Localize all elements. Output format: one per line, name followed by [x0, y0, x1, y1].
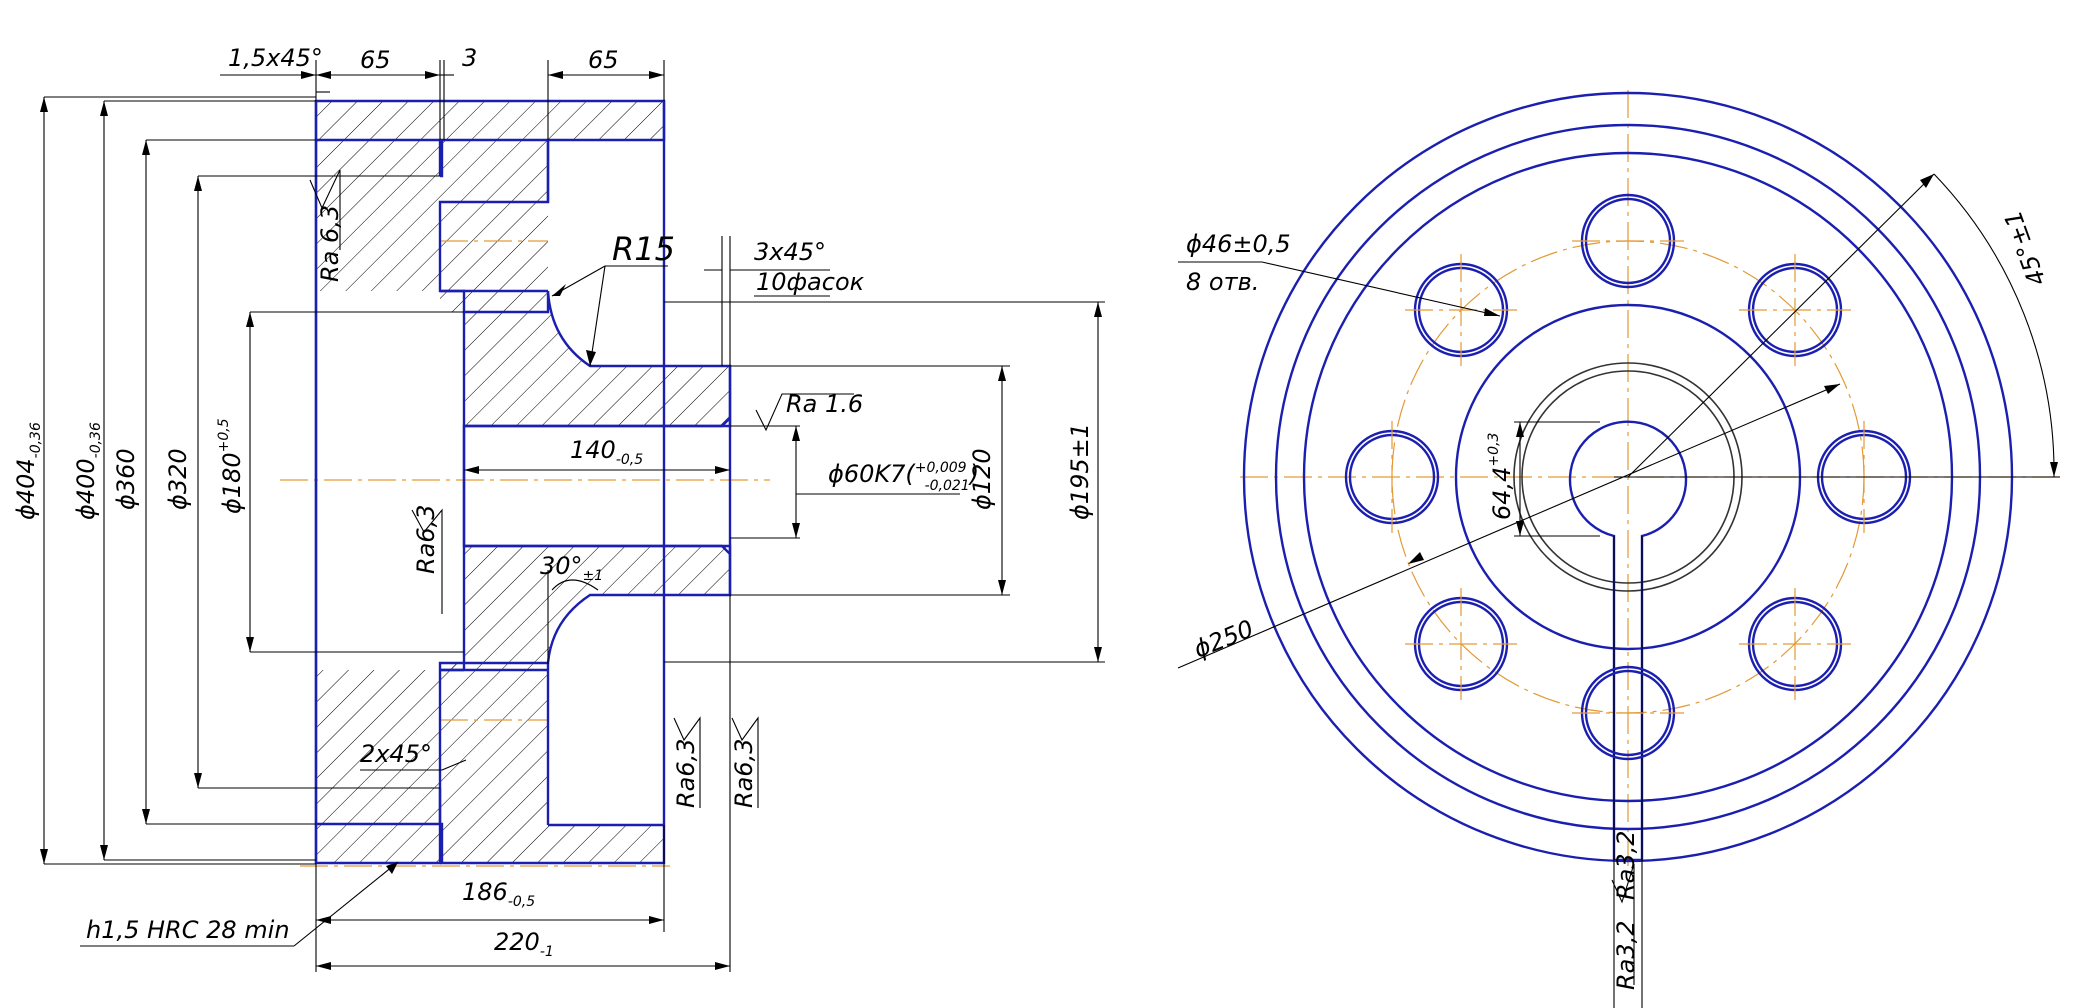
- chamfer-count-label: 10фасок: [756, 268, 865, 296]
- bore-keyway: [1568, 420, 1688, 862]
- svg-text:ϕ400-0,36: ϕ400-0,36: [72, 422, 104, 520]
- bolt-hole: [1405, 588, 1517, 700]
- section-view: 1,5x45° 65 3 65 ϕ404-0,36 ϕ400-0,36 ϕ360…: [12, 44, 1635, 985]
- svg-text:Ra6,3: Ra6,3: [412, 504, 440, 574]
- width-left-label: 65: [360, 46, 391, 74]
- roughness-key-b-label: Ra3,2: [1612, 830, 1640, 900]
- length-220-label: 220-1: [494, 928, 554, 960]
- length-186-label: 186-0,5: [462, 878, 535, 910]
- angle-pitch-label: 45°±1: [1999, 207, 2052, 290]
- keyway-depth-label: 64,4+0,3: [1486, 433, 1516, 520]
- dia-195-label: ϕ195±1: [1066, 423, 1094, 520]
- chamfer-outer-label: 1,5x45°: [228, 44, 323, 72]
- bore-fit-label: ϕ60K7(+0,009-0,021): [828, 460, 979, 494]
- bolt-hole: [1739, 588, 1851, 700]
- svg-text:45°±1: 45°±1: [1999, 207, 2052, 290]
- bolt-hole: [1572, 665, 1684, 761]
- dia-180-label: ϕ180+0,5: [216, 418, 246, 514]
- roughness-symbols: [309, 169, 1635, 985]
- roughness-right-a-label: Ra6,3: [672, 738, 700, 808]
- fillet-label: R15: [612, 230, 675, 268]
- section-dimensions: [43, 60, 1105, 972]
- angle-label: 30°±1: [540, 552, 603, 584]
- bolt-hole: [1572, 193, 1684, 289]
- hole-count-label: 8 отв.: [1186, 268, 1259, 296]
- svg-text:ϕ195±1: ϕ195±1: [1066, 423, 1094, 520]
- hardening-note: h1,5 HRC 28 min: [86, 916, 290, 944]
- svg-text:Ra6,3: Ra6,3: [672, 738, 700, 808]
- roughness-right-b-label: Ra6,3: [730, 738, 758, 808]
- dia-360-label: ϕ360: [112, 448, 140, 510]
- svg-text:ϕ360: ϕ360: [112, 448, 140, 510]
- roughness-key-a-label: Ra3,2: [1612, 920, 1640, 990]
- inner-chamfer-label: 2x45°: [360, 740, 432, 768]
- bolt-hole: [1344, 421, 1440, 533]
- bolt-hole: [1739, 254, 1851, 366]
- dia-320-label: ϕ320: [164, 448, 192, 510]
- roughness-face-label: Ra 6,3: [316, 205, 344, 282]
- svg-text:Ra3,2: Ra3,2: [1612, 830, 1640, 900]
- svg-text:64,4+0,3: 64,4+0,3: [1486, 433, 1516, 520]
- section-labels: 1,5x45° 65 3 65 ϕ404-0,36 ϕ400-0,36 ϕ360…: [12, 44, 1094, 960]
- section-arrows: [40, 71, 1102, 970]
- hole-dia-label: ϕ46±0,5: [1186, 230, 1291, 258]
- pcd-label: ϕ250: [1190, 615, 1258, 664]
- roughness-bore-label: Ra6,3: [412, 504, 440, 574]
- svg-text:ϕ120: ϕ120: [968, 448, 996, 510]
- bolt-holes: [1344, 193, 1912, 761]
- bore-length-label: 140-0,5: [570, 436, 643, 468]
- width-right-label: 65: [588, 46, 619, 74]
- front-arrows: [1408, 174, 2058, 564]
- front-view: ϕ46±0,5 8 отв. ϕ250 64,4+0,3 45°±1 Ra3,2…: [1177, 90, 2060, 1008]
- svg-text:ϕ320: ϕ320: [164, 448, 192, 510]
- front-labels: ϕ46±0,5 8 отв. ϕ250 64,4+0,3 45°±1 Ra3,2…: [1186, 207, 2052, 990]
- roughness-hub-label: Ra 1.6: [786, 390, 863, 418]
- front-dimensions: [1177, 173, 2060, 669]
- svg-text:Ra 6,3: Ra 6,3: [316, 205, 344, 282]
- svg-text:ϕ180+0,5: ϕ180+0,5: [216, 418, 246, 514]
- dia-400-label: ϕ400-0,36: [72, 422, 104, 520]
- bolt-hole: [1405, 254, 1517, 366]
- dia-404-label: ϕ404-0,36: [12, 422, 44, 520]
- svg-text:ϕ404-0,36: ϕ404-0,36: [12, 422, 44, 520]
- hub-chamfer-label: 3x45°: [754, 238, 826, 266]
- svg-text:Ra3,2: Ra3,2: [1612, 920, 1640, 990]
- svg-text:ϕ250: ϕ250: [1190, 615, 1258, 664]
- svg-text:Ra6,3: Ra6,3: [730, 738, 758, 808]
- dia-120-label: ϕ120: [968, 448, 996, 510]
- rib-width-label: 3: [462, 44, 477, 72]
